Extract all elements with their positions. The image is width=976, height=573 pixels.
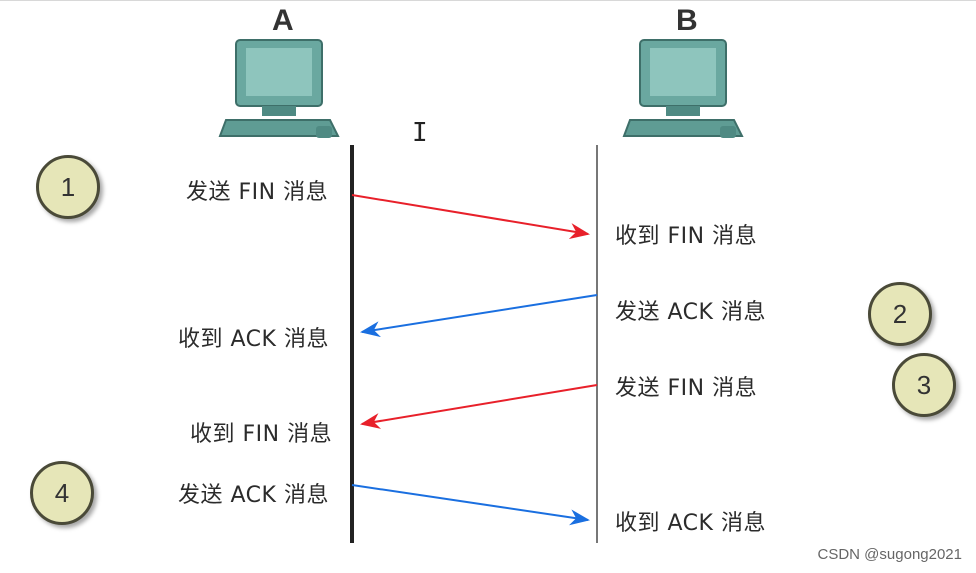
step-1-badge: 1 <box>36 155 100 219</box>
arrow-fin-b-to-a <box>360 384 598 429</box>
step-4-badge: 4 <box>30 461 94 525</box>
msg-b-recv-ack: 收到 ACK 消息 <box>615 511 766 536</box>
computer-b-icon <box>622 39 744 138</box>
watermark: CSDN @sugong2021 <box>817 546 962 563</box>
arrow-ack-a-to-b <box>351 484 590 526</box>
msg-a-send-ack: 发送 ACK 消息 <box>178 483 329 508</box>
text-cursor-icon: I <box>412 118 428 148</box>
msg-a-send-fin: 发送 FIN 消息 <box>186 180 329 205</box>
arrow-fin-a-to-b <box>351 194 590 239</box>
step-2-badge: 2 <box>868 282 932 346</box>
msg-b-send-fin: 发送 FIN 消息 <box>615 376 758 401</box>
host-b-label: B <box>676 4 698 37</box>
frame-top-border <box>0 0 976 1</box>
step-3-badge: 3 <box>892 353 956 417</box>
msg-b-recv-fin: 收到 FIN 消息 <box>615 224 758 249</box>
arrow-ack-b-to-a <box>360 294 598 338</box>
msg-a-recv-ack: 收到 ACK 消息 <box>178 327 329 352</box>
msg-b-send-ack: 发送 ACK 消息 <box>615 300 766 325</box>
host-a-label: A <box>272 4 294 37</box>
computer-a-icon <box>218 39 340 138</box>
msg-a-recv-fin: 收到 FIN 消息 <box>190 422 333 447</box>
